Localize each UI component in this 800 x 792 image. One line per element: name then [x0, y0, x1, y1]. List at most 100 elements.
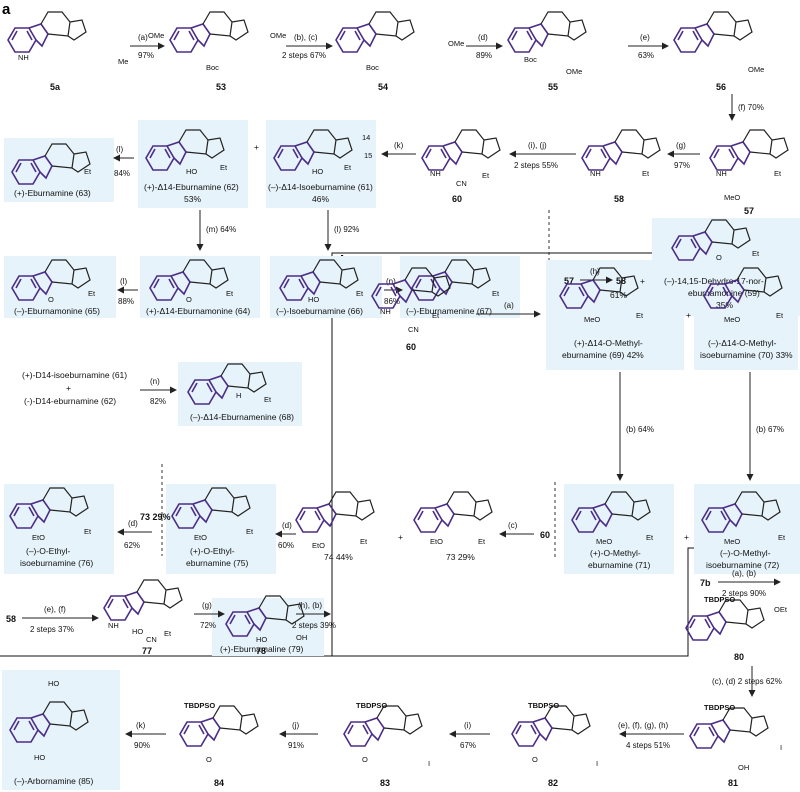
cond-s8-r: (k) [394, 141, 404, 150]
sub-67-et: Et [492, 289, 500, 298]
sub-57-meo: MeO [724, 193, 740, 202]
cond-s4-y: 63% [638, 51, 654, 60]
label-81: 81 [728, 778, 738, 788]
label-60-b: 60 [406, 342, 416, 352]
cond-s12-y: 88% [118, 297, 134, 306]
sub-60-cn: CN [456, 179, 467, 188]
sub-60b-et: Et [432, 311, 440, 320]
sub-77-ho: HO [132, 627, 143, 636]
box-69 [546, 260, 684, 370]
label-74: 74 44% [324, 552, 353, 562]
cond-c4-y: 67% [460, 741, 476, 750]
label-83: 83 [380, 778, 390, 788]
sub-54-ome: OMe [448, 39, 464, 48]
sub-69-meo: MeO [584, 315, 600, 324]
sub-5a-nh: NH [18, 53, 29, 62]
plus-62-61: + [254, 142, 259, 152]
box-79 [212, 598, 324, 656]
yield-59: 35% [716, 300, 733, 310]
label-70b: isoeburnamine (70) 33% [700, 350, 793, 360]
sub-74-et: Et [360, 537, 368, 546]
sub-79-ho: HO [256, 635, 267, 644]
label-58-row: 58 [6, 614, 16, 624]
sub-60b-cn: CN [408, 325, 419, 334]
yield-62: 53% [184, 194, 201, 204]
label-66: (–)-Isoeburnamine (66) [276, 306, 363, 316]
plus-69-70: + [686, 310, 691, 320]
box-63 [4, 138, 114, 202]
yield-58: 61% [610, 290, 627, 300]
cond-s13-r: (n) [386, 277, 396, 286]
cond-c1-y: 2 steps 90% [722, 589, 766, 598]
sub-75-et: Et [246, 527, 254, 536]
label-84: 84 [214, 778, 224, 788]
cond-s5: (f) 70% [738, 103, 764, 112]
cond-b6-y: 62% [124, 541, 140, 550]
label-57-ref: 57 [564, 276, 574, 286]
cond-s7-y: 2 steps 55% [514, 161, 558, 170]
structure-81 [689, 707, 769, 749]
sub-71-et: Et [646, 533, 654, 542]
sub-84-tbdpso: TBDPSO [184, 701, 215, 710]
sub-72-et: Et [778, 533, 786, 542]
sub-59-et: Et [752, 249, 760, 258]
sub-58-et: Et [642, 169, 650, 178]
label-72a: (–)-O-Methyl- [720, 548, 771, 558]
sub-73-eto: EtO [430, 537, 443, 546]
structure-57 [709, 129, 789, 171]
cond-s12-r: (l) [120, 277, 127, 286]
structure-77 [103, 579, 183, 621]
label-7b: 7b [700, 578, 711, 588]
cond-s15-r: (n) [150, 377, 160, 386]
sub-83-i: I [428, 759, 430, 768]
sub-55-boc: Boc [524, 55, 537, 64]
sub-73-et: Et [478, 537, 486, 546]
panel-label-a: a [2, 1, 11, 18]
cond-b3: (b) 67% [756, 425, 784, 434]
sub-64-o: O [186, 295, 192, 304]
label-82: 82 [548, 778, 558, 788]
box-76 [4, 484, 114, 574]
sub-76-et: Et [84, 527, 92, 536]
cond-s14-r: (h) [590, 267, 600, 276]
cond-b8-r: (g) [202, 601, 212, 610]
cond-b5-y: 60% [278, 541, 294, 550]
cond-s1-r: (a) [138, 33, 148, 42]
label-80: 80 [734, 652, 744, 662]
box-75 [166, 484, 276, 574]
cond-s3-y: 89% [476, 51, 492, 60]
label-64: (+)-Δ14-Eburnamonine (64) [146, 306, 250, 316]
sub-65-et: Et [88, 289, 96, 298]
cond-b9-r: (h), (b) [298, 601, 322, 610]
sub-64-et: Et [226, 289, 234, 298]
sub-81-oh: OH [738, 763, 749, 772]
cond-b5-r: (d) [282, 521, 292, 530]
box-68 [178, 362, 302, 426]
sub-5a-ome: OMe [148, 31, 164, 40]
sub-77-cn: CN [146, 635, 157, 644]
mix-61: (+)-D14-isoeburnamine (61) [22, 370, 127, 380]
cond-s2-r: (b), (c) [294, 33, 318, 42]
box-65 [4, 256, 116, 318]
structure-84 [179, 705, 259, 747]
label-77: 77 [142, 646, 152, 656]
label-67: (–)-Eburnamenine (67) [406, 306, 492, 316]
label-72b: isoeburnamine (72) [706, 560, 779, 570]
box-85 [2, 670, 120, 790]
label-75a: (+)-O-Ethyl- [190, 546, 235, 556]
structure-54 [335, 11, 415, 53]
sub-61-ho: HO [312, 167, 323, 176]
plus-71-72: + [684, 532, 689, 542]
cond-b7-y: 2 steps 37% [30, 625, 74, 634]
label-68: (–)-Δ14-Eburnamenine (68) [190, 412, 294, 422]
box-67 [400, 256, 520, 318]
panel-c-frame [0, 547, 800, 657]
sub-72-meo: MeO [724, 537, 740, 546]
sub-57-et: Et [774, 169, 782, 178]
cond-b6-r: (d) [128, 519, 138, 528]
sub-56-ome: OMe [748, 65, 764, 74]
label-73-ref: 73 29% [140, 512, 171, 522]
label-69a: (+)-Δ14-O-Methyl- [574, 338, 643, 348]
cond-s6-r: (g) [676, 141, 686, 150]
label-55: 55 [548, 82, 558, 92]
